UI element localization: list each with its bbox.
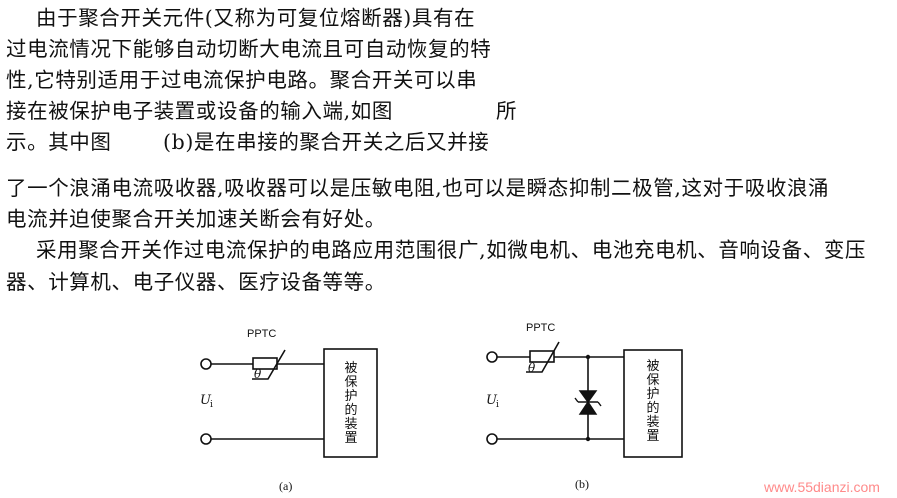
input-terminal-bottom-icon: [486, 433, 498, 445]
caption-a: (a): [279, 479, 292, 493]
protected-device-label: 被 保 护 的 装 置: [344, 361, 357, 446]
theta-label: θ: [254, 367, 262, 381]
pptc-thermal-slash: [526, 341, 560, 373]
pptc-label: PPTC: [526, 322, 555, 334]
input-voltage-subscript: i: [496, 400, 499, 410]
paragraph1-line4-end: 所: [496, 99, 518, 123]
paragraph1-line7: 电流并迫使聚合开关加速关断会有好处。: [6, 207, 386, 231]
box-char: 置: [344, 431, 357, 446]
box-char: 护: [344, 389, 357, 404]
circuit-a: [200, 348, 378, 458]
tvs-diode-icon: [574, 390, 602, 415]
paragraph1-line5-cont: (b)是在串接的聚合开关之后又并接: [163, 130, 490, 154]
pptc-thermal-slash: [252, 349, 286, 380]
theta-label: θ: [528, 361, 536, 375]
protected-device-label: 被 保 护 的 装 置: [646, 359, 659, 444]
box-char: 的: [344, 402, 357, 418]
input-voltage-subscript: i: [210, 400, 213, 410]
watermark: www.55dianzi.com: [763, 479, 880, 495]
paragraph2-line2: 器、计算机、电子仪器、医疗设备等等。: [6, 270, 386, 294]
input-terminal-top-icon: [200, 358, 212, 370]
paragraph2-line1: 采用聚合开关作过电流保护的电路应用范围很广,如微电机、电池充电机、音响设备、变压: [36, 238, 867, 262]
box-char: 被: [646, 359, 659, 374]
box-char: 被: [344, 361, 357, 376]
junction-dot-bottom: [585, 436, 591, 442]
junction-dot-top: [585, 354, 591, 360]
input-terminal-bottom-icon: [200, 433, 212, 445]
box-char: 保: [344, 375, 357, 390]
pptc-label: PPTC: [247, 328, 276, 340]
box-char: 保: [646, 373, 659, 388]
protected-device-box: [323, 348, 378, 458]
box-char: 的: [646, 400, 659, 416]
box-char: 护: [646, 387, 659, 402]
input-voltage-label: U: [486, 393, 498, 408]
box-char: 装: [344, 417, 357, 432]
caption-b: (b): [575, 477, 589, 491]
circuit-diagrams: PPTC θ U i 被 保 护 的 装 置 (a) PPTC θ U i 被 …: [200, 322, 880, 495]
box-char: 装: [646, 415, 659, 430]
input-terminal-top-icon: [486, 351, 498, 363]
input-voltage-label: U: [200, 393, 212, 408]
paragraph1-line6: 了一个浪涌电流吸收器,吸收器可以是压敏电阻,也可以是瞬态抑制二极管,这对于吸收浪…: [6, 176, 830, 200]
paragraph1-line1: 由于聚合开关元件(又称为可复位熔断器)具有在: [36, 6, 476, 30]
paragraph1-line4: 接在被保护电子装置或设备的输入端,如图: [6, 99, 393, 123]
paragraph1-line3: 性,它特别适用于过电流保护电路。聚合开关可以串: [6, 68, 478, 92]
box-char: 置: [646, 429, 659, 444]
protected-device-box: [623, 349, 683, 458]
paragraph1-line2: 过电流情况下能够自动切断大电流且可自动恢复的特: [6, 37, 492, 61]
paragraph1-line5: 示。其中图: [6, 130, 112, 154]
